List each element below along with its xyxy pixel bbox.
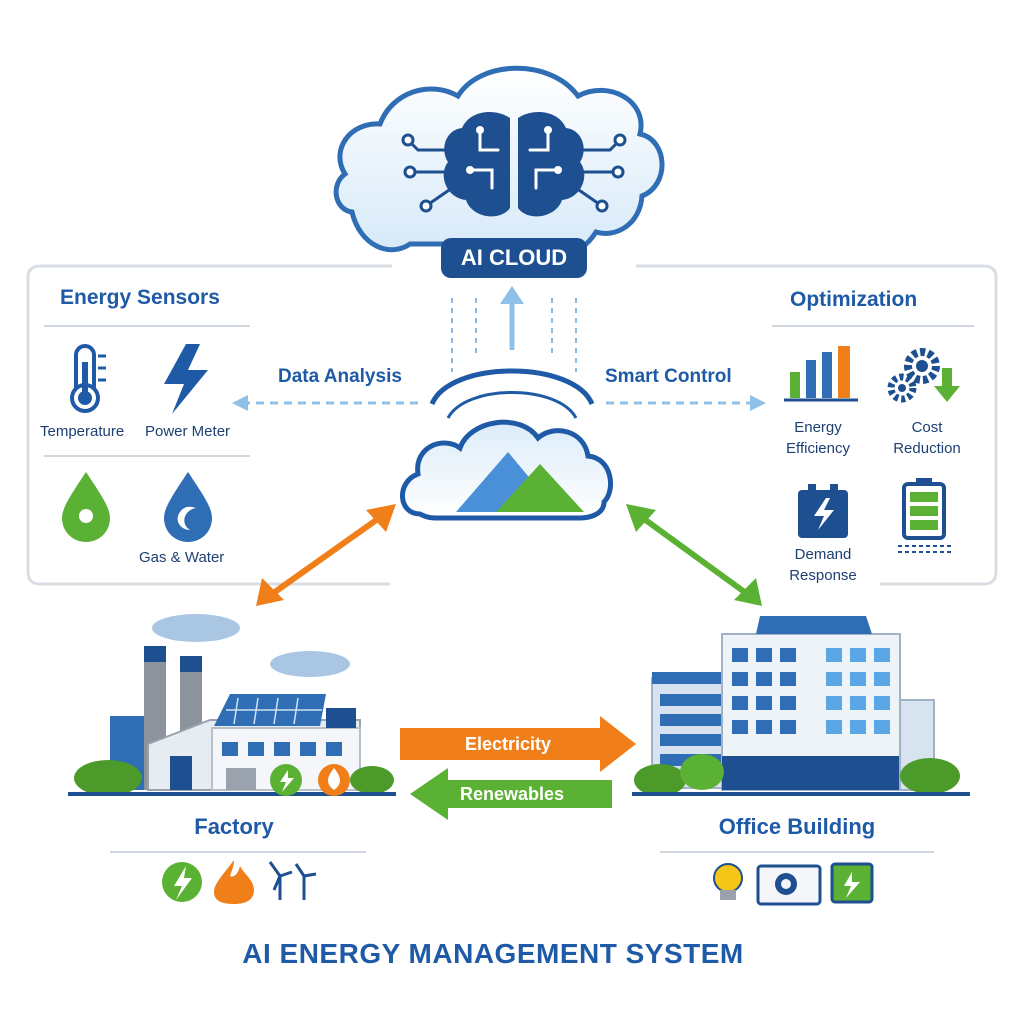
electricity-label: Electricity — [464, 734, 552, 754]
bar-chart-icon — [784, 346, 858, 402]
edge-cloud — [400, 419, 614, 521]
ai-cloud-badge: AI CLOUD — [460, 245, 568, 270]
data-analysis-label: Data Analysis — [278, 366, 402, 387]
flame-icon — [214, 860, 254, 904]
smart-control-label: Smart Control — [605, 366, 732, 387]
cost-reduction-label-line2: Reduction — [893, 440, 961, 457]
office-label: Office Building — [718, 814, 876, 839]
demand-response-label-line2: Response — [789, 567, 857, 584]
battery-level-icon — [898, 478, 952, 553]
renewables-label: Renewables — [459, 784, 565, 804]
cloud-link-lines — [451, 286, 577, 372]
renewables-arrow — [410, 768, 612, 820]
gas-drop-icon — [62, 472, 110, 542]
inner-arc — [446, 391, 578, 419]
power-icon — [162, 862, 202, 902]
optimization-title: Optimization — [790, 288, 918, 311]
thermometer-icon — [70, 344, 106, 413]
outer-arc — [429, 368, 595, 406]
data-analysis-arrow — [232, 395, 418, 411]
light-bulb-icon — [713, 863, 743, 900]
factory-label: Factory — [194, 814, 274, 839]
factory-cloud-arrow — [256, 504, 396, 606]
gears-down-icon — [887, 348, 960, 403]
energy-efficiency-label-line1: Energy — [794, 419, 842, 436]
smart-control-arrow — [606, 395, 766, 411]
office-illustration — [632, 616, 970, 796]
battery-icon — [830, 862, 874, 904]
gas-water-label: Gas & Water — [139, 549, 225, 566]
brain-icon — [401, 112, 627, 217]
demand-battery-icon — [798, 484, 848, 538]
demand-response-label-line1: Demand — [794, 546, 852, 563]
hvac-unit-icon — [756, 864, 822, 906]
cost-reduction-label-line1: Cost — [911, 419, 943, 436]
sensors-panel-frame — [26, 264, 392, 586]
power-meter-label: Power Meter — [145, 423, 231, 440]
electricity-arrow — [400, 716, 636, 772]
optimization-panel-frame — [636, 264, 998, 586]
ai-cloud — [333, 65, 665, 278]
office-windows — [732, 648, 890, 734]
energy-efficiency-label-line2: Efficiency — [786, 440, 850, 457]
office-cloud-arrow — [626, 504, 762, 606]
footer-title: AI ENERGY MANAGEMENT SYSTEM — [242, 938, 744, 969]
ai-cloud-badge-bg — [441, 238, 587, 278]
wind-turbine-icon — [268, 861, 317, 900]
temperature-label: Temperature — [40, 423, 125, 440]
factory-illustration — [68, 614, 396, 796]
sensors-title: Energy Sensors — [60, 286, 220, 309]
water-drop-icon — [164, 472, 212, 542]
lightning-icon — [164, 344, 208, 414]
